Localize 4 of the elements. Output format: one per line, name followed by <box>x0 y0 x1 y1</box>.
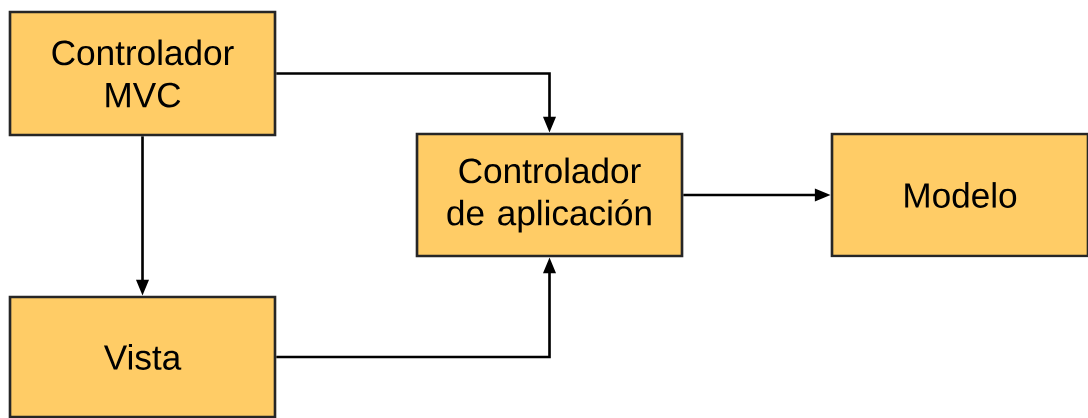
process-box: Controlador MVC <box>8 10 277 137</box>
process-box: Vista <box>8 295 277 418</box>
process-box: Modelo <box>830 132 1088 258</box>
process-box: Controlador de aplicación <box>415 132 684 258</box>
